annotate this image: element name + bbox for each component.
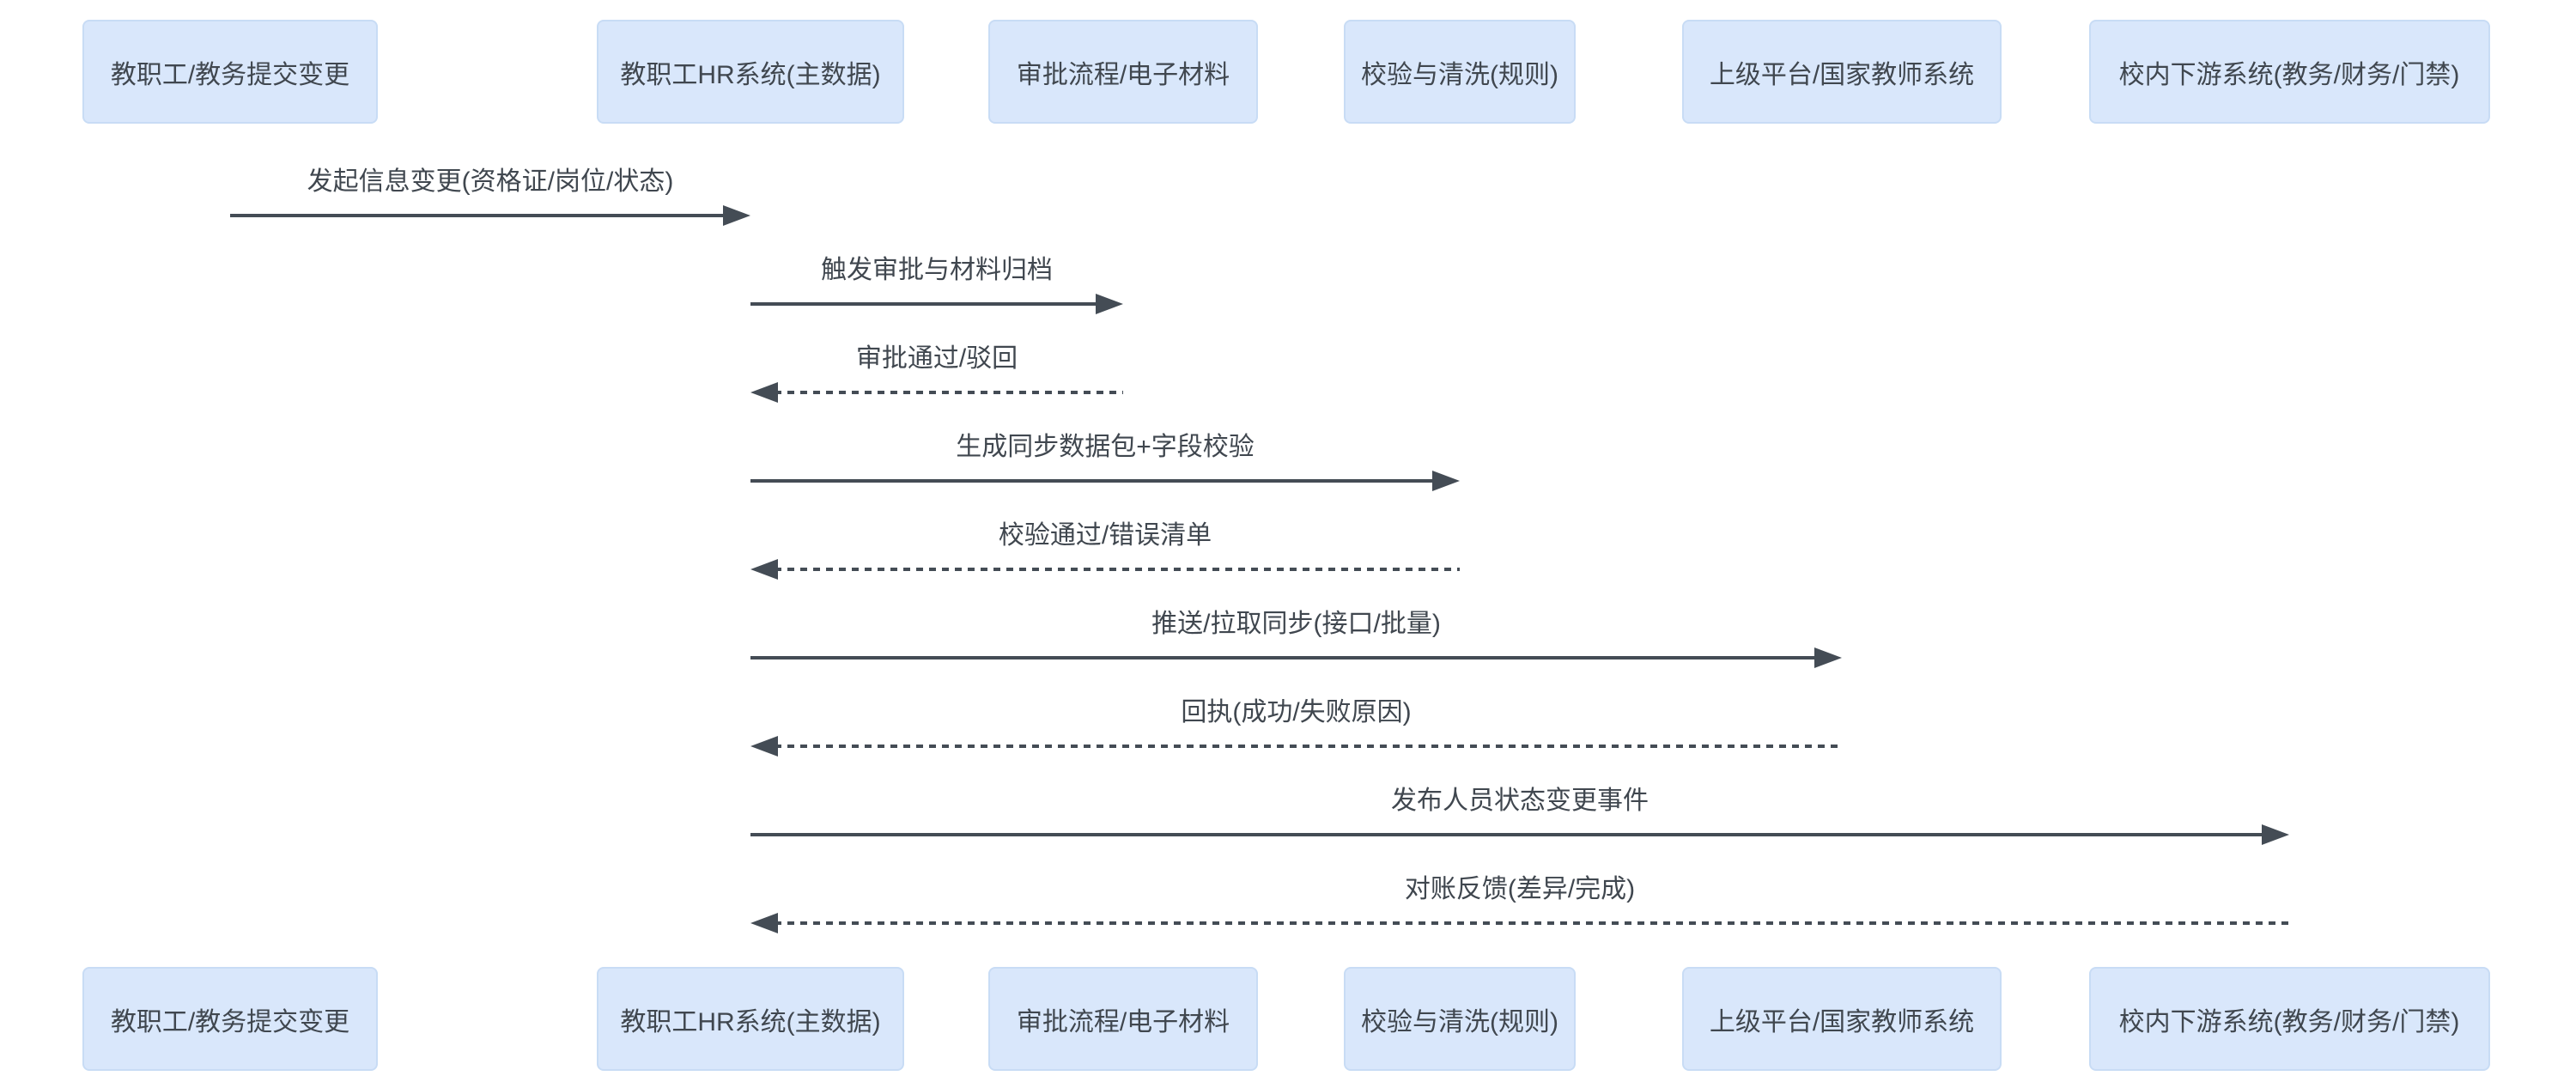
actor-label: 教职工/教务提交变更	[110, 60, 350, 89]
actor-box-validation-clean-bottom: 校验与清洗(规则)	[1344, 967, 1576, 1071]
actor-label: 教职工HR系统(主数据)	[620, 1007, 881, 1036]
arrowhead-right-icon	[1432, 471, 1460, 491]
message-label: 生成同步数据包+字段校验	[956, 433, 1255, 461]
message-label: 审批通过/驳回	[855, 344, 1018, 373]
message-line-dashed	[775, 568, 1460, 571]
message-label: 对账反馈(差异/完成)	[1404, 875, 1636, 903]
actor-label: 教职工/教务提交变更	[110, 1007, 350, 1036]
arrowhead-right-icon	[1096, 294, 1123, 314]
message-line-dashed	[775, 921, 2289, 925]
message-label: 触发审批与材料归档	[821, 256, 1053, 284]
actor-box-national-platform-bottom: 上级平台/国家教师系统	[1682, 967, 2002, 1071]
actor-label: 校验与清洗(规则)	[1361, 60, 1558, 89]
message-label: 推送/拉取同步(接口/批量)	[1151, 610, 1441, 638]
message-line-solid	[230, 214, 726, 217]
actor-box-staff-submit-bottom: 教职工/教务提交变更	[82, 967, 378, 1071]
message-line-dashed	[775, 391, 1123, 394]
message-label: 校验通过/错误清单	[998, 521, 1212, 550]
actor-box-staff-submit-top: 教职工/教务提交变更	[82, 20, 378, 124]
actor-label: 校内下游系统(教务/财务/门禁)	[2118, 60, 2460, 89]
message-line-solid	[750, 656, 1818, 659]
actor-box-approval-flow-bottom: 审批流程/电子材料	[988, 967, 1258, 1071]
actor-box-downstream-systems-top: 校内下游系统(教务/财务/门禁)	[2088, 20, 2490, 124]
arrowhead-left-icon	[750, 736, 778, 757]
actor-box-downstream-systems-bottom: 校内下游系统(教务/财务/门禁)	[2088, 967, 2490, 1071]
actor-label: 上级平台/国家教师系统	[1709, 60, 1975, 89]
actor-label: 校验与清洗(规则)	[1361, 1007, 1558, 1036]
arrowhead-right-icon	[723, 205, 750, 226]
message-label: 发起信息变更(资格证/岗位/状态)	[307, 167, 674, 196]
message-label: 发布人员状态变更事件	[1391, 787, 1649, 815]
message-line-solid	[750, 833, 2265, 836]
arrowhead-left-icon	[750, 559, 778, 580]
actor-label: 校内下游系统(教务/财务/门禁)	[2118, 1007, 2460, 1036]
message-line-solid	[750, 302, 1099, 306]
message-line-solid	[750, 479, 1436, 483]
arrowhead-right-icon	[2262, 824, 2289, 845]
message-line-dashed	[775, 745, 1842, 748]
arrowhead-left-icon	[750, 913, 778, 933]
actor-box-hr-system-bottom: 教职工HR系统(主数据)	[597, 967, 904, 1071]
arrowhead-right-icon	[1814, 647, 1842, 668]
message-label: 回执(成功/失败原因)	[1181, 698, 1412, 726]
actor-box-validation-clean-top: 校验与清洗(规则)	[1344, 20, 1576, 124]
actor-label: 审批流程/电子材料	[1016, 60, 1230, 89]
actor-label: 审批流程/电子材料	[1016, 1007, 1230, 1036]
actor-label: 上级平台/国家教师系统	[1709, 1007, 1975, 1036]
actor-box-national-platform-top: 上级平台/国家教师系统	[1682, 20, 2002, 124]
actor-box-hr-system-top: 教职工HR系统(主数据)	[597, 20, 904, 124]
arrowhead-left-icon	[750, 382, 778, 403]
actor-label: 教职工HR系统(主数据)	[620, 60, 881, 89]
actor-box-approval-flow-top: 审批流程/电子材料	[988, 20, 1258, 124]
